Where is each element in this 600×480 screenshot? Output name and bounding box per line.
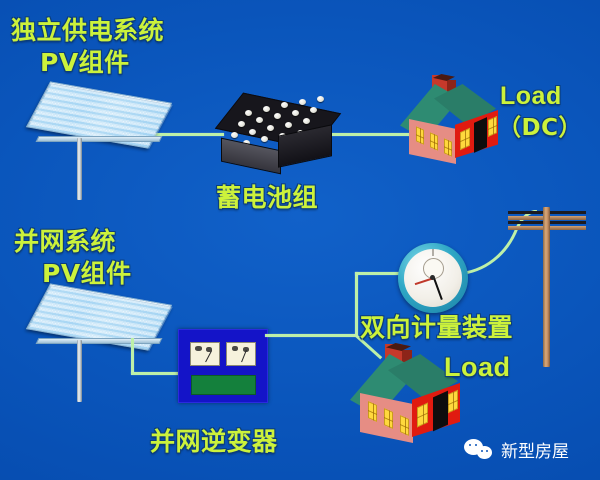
battery-cap [303, 118, 310, 124]
battery-cap [299, 99, 306, 105]
inverter-display-panel [191, 375, 256, 395]
battery-cap [285, 122, 292, 128]
inverter-gauge-left [190, 342, 220, 366]
solar-panel-frame [35, 338, 163, 344]
battery-cap [245, 110, 252, 116]
chimney-top [433, 74, 455, 81]
battery-cap [238, 121, 245, 127]
battery-left-face [221, 137, 281, 175]
battery-cap [267, 125, 274, 131]
label-bidirectional-meter: 双向计量装置 [360, 313, 514, 342]
label-load-dc-type: （DC） [498, 115, 582, 141]
meter-dial [404, 249, 462, 307]
battery-cap [317, 96, 324, 102]
wire-pv-to-battery [152, 133, 224, 136]
window [400, 414, 409, 437]
utility-pole-icon [500, 205, 592, 370]
label-grid-tied-system: 并网系统 [14, 227, 117, 256]
wire-inverter-to-bus [265, 334, 357, 337]
wire-bus-to-meter [355, 272, 403, 275]
label-standalone-pv: PV组件 [40, 48, 130, 77]
battery-cap [261, 136, 268, 142]
battery-bank-icon [214, 92, 342, 180]
door [474, 117, 487, 153]
battery-cap [231, 132, 238, 138]
watermark: 新型房屋 [464, 437, 569, 462]
solar-panel-mast [77, 138, 82, 200]
pole-post [543, 207, 550, 367]
window [444, 138, 452, 157]
window [368, 400, 377, 423]
window [430, 132, 438, 151]
bidirectional-meter-icon [398, 243, 468, 313]
battery-cap [256, 117, 263, 123]
label-load-dc: Load [500, 82, 562, 110]
label-standalone-system: 独立供电系统 [11, 16, 165, 45]
door [433, 390, 448, 432]
wechat-icon [464, 438, 494, 461]
pv-module-grid-tied [25, 283, 173, 402]
solar-panel-frame [35, 136, 163, 142]
wire-bus-up-to-meter [355, 272, 358, 336]
grid-tied-inverter-icon [178, 329, 268, 403]
label-load-ac: Load [444, 352, 511, 382]
pv-module-standalone [25, 81, 173, 200]
solar-panel-mast [77, 340, 82, 402]
inverter-gauge-right [226, 342, 256, 366]
chimney-top [386, 343, 411, 351]
house-dc-load-icon [400, 72, 506, 172]
battery-cap [292, 110, 299, 116]
label-grid-tied-inverter: 并网逆变器 [150, 427, 278, 456]
wire-battery-to-house-dc [330, 133, 412, 136]
battery-cap [281, 102, 288, 108]
battery-cap [310, 107, 317, 113]
label-grid-tied-pv: PV组件 [42, 259, 132, 288]
battery-cap [274, 113, 281, 119]
window [416, 126, 424, 145]
meter-needle-primary [433, 277, 443, 300]
battery-cap [263, 106, 270, 112]
window [384, 407, 393, 430]
wire-pv2-to-inverter [131, 372, 179, 375]
house-ac-load-icon [350, 340, 470, 452]
label-battery-bank: 蓄电池组 [216, 183, 319, 212]
battery-cap [249, 129, 256, 135]
watermark-text: 新型房屋 [501, 442, 569, 462]
wire-pv2-down [131, 338, 134, 374]
